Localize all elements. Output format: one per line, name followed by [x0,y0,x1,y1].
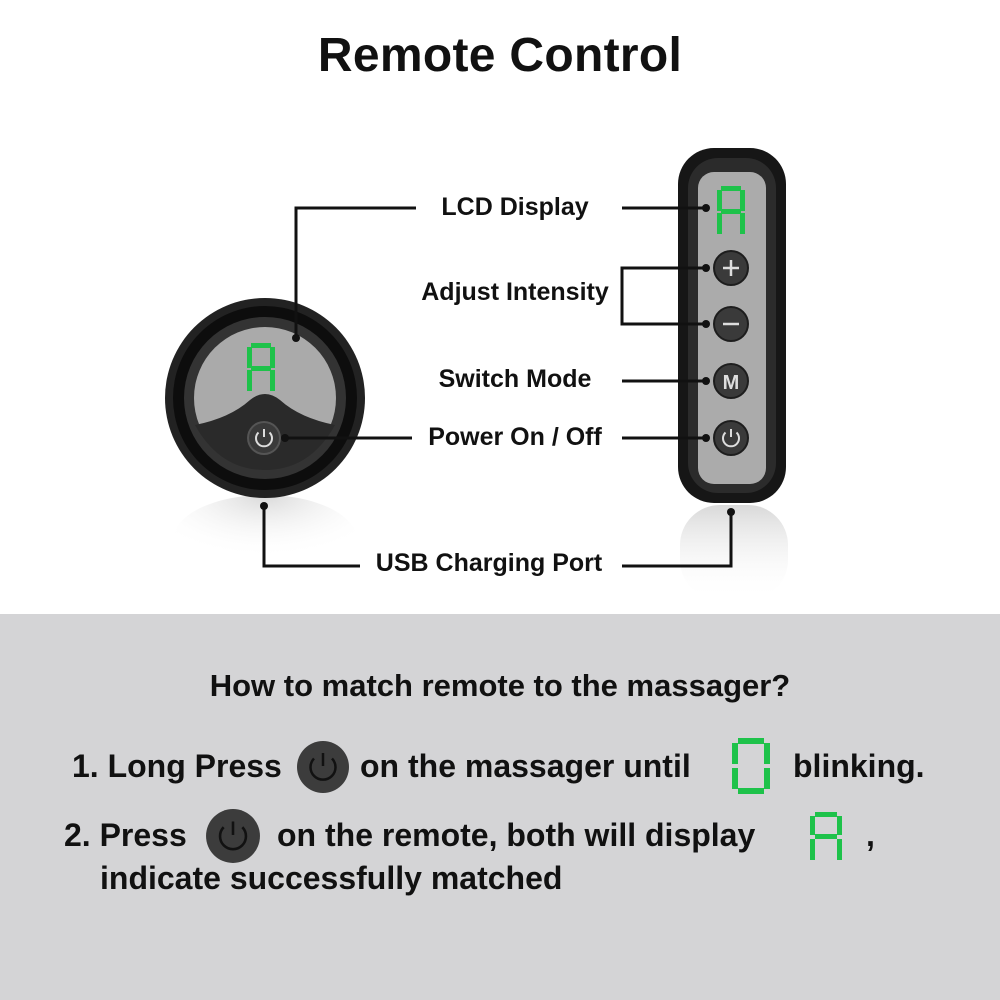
bar-remote-reflection [680,505,788,600]
label-switch-mode: Switch Mode [438,365,592,393]
lcd-zero-icon [732,738,770,794]
power-icon [297,741,349,793]
step1-middle: on the massager until [360,748,691,784]
step2-suffix: , [866,817,875,853]
page-title: Remote Control [317,29,683,82]
label-power: Power On / Off [428,423,602,451]
svg-text:M: M [723,372,740,394]
round-remote-lcd-char [247,343,275,391]
leader-dots [260,204,735,516]
step1-prefix: 1. Long Press [72,748,282,784]
instructions-question: How to match remote to the massager? [209,668,791,703]
bar-power-button[interactable] [713,420,749,456]
step2-line2: indicate successfully matched [100,860,563,896]
step2-middle: on the remote, both will display [277,817,756,853]
power-icon [206,809,260,863]
mode-button[interactable]: M [713,363,749,399]
label-lcd-display: LCD Display [441,193,589,221]
round-remote-power-button[interactable] [247,421,281,455]
bar-remote-lcd-char [717,186,745,234]
remote-diagram: M [165,148,788,600]
step1-suffix: blinking. [793,748,925,784]
minus-button[interactable] [713,306,749,342]
label-adjust-intensity: Adjust Intensity [421,278,609,306]
bar-remote: M [678,148,786,503]
label-usb-port: USB Charging Port [375,549,603,577]
step2-prefix: 2. Press [64,817,187,853]
lcd-a-icon [810,812,842,860]
plus-button[interactable] [713,250,749,286]
round-remote [165,298,365,498]
instructions-panel [0,614,1000,1000]
leader-lines [262,206,733,568]
